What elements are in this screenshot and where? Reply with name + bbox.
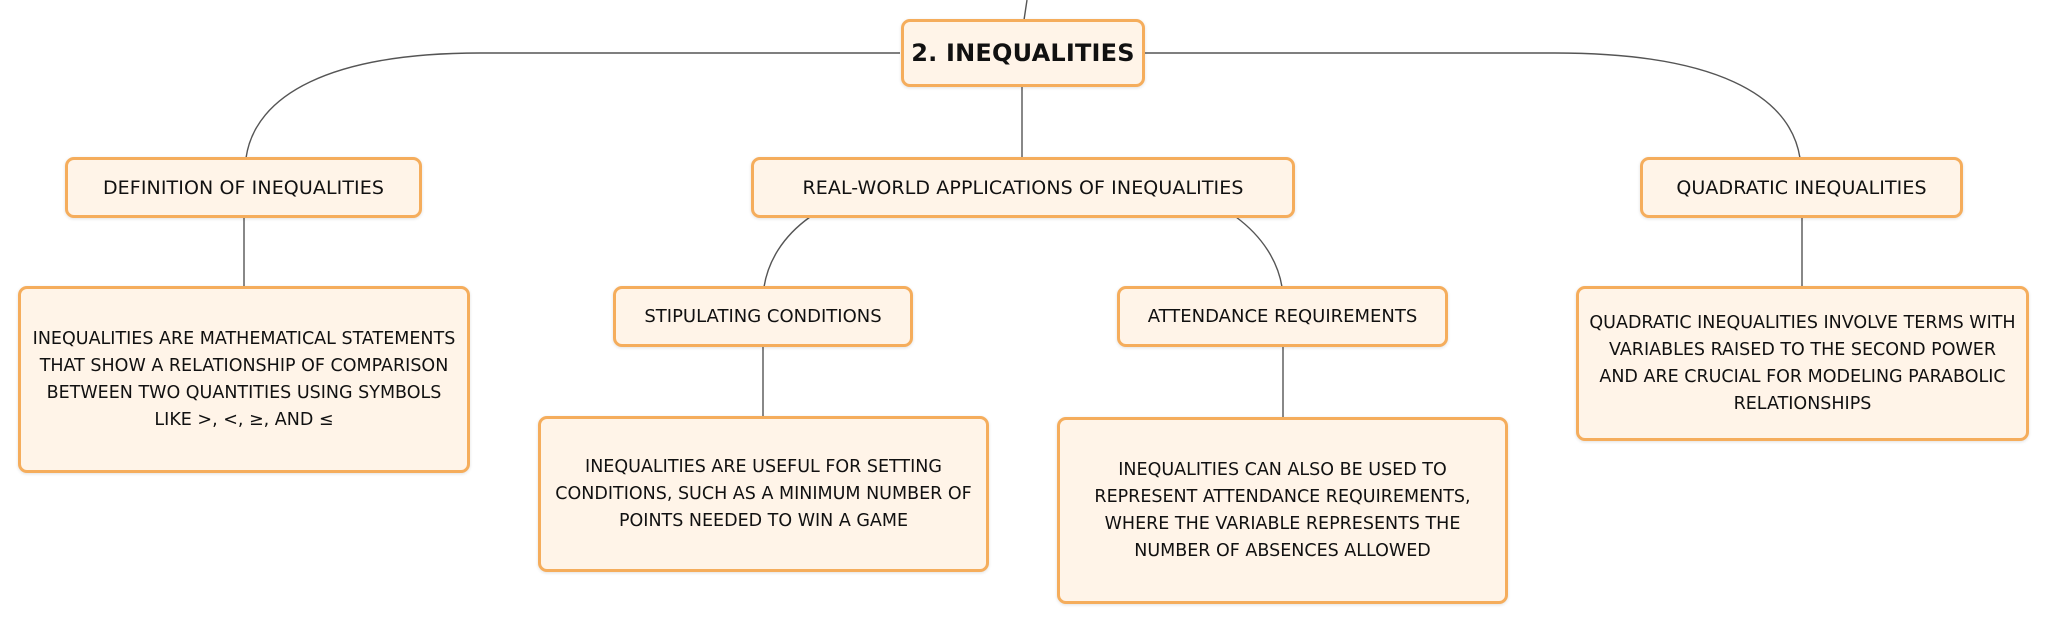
- connector-applications-to-attendance: [1235, 216, 1283, 288]
- definition-detail-node[interactable]: INEQUALITIES ARE MATHEMATICAL STATEMENTS…: [18, 286, 470, 473]
- attendance-requirements-label: ATTENDANCE REQUIREMENTS: [1147, 306, 1418, 327]
- stipulating-conditions-label: STIPULATING CONDITIONS: [644, 306, 882, 327]
- branch-applications-label: REAL-WORLD APPLICATIONS OF INEQUALITIES: [802, 176, 1244, 199]
- attendance-requirements-node[interactable]: ATTENDANCE REQUIREMENTS: [1117, 286, 1448, 347]
- stipulating-detail-text: INEQUALITIES ARE USEFUL FOR SETTING COND…: [555, 456, 972, 531]
- root-label: 2. INEQUALITIES: [911, 39, 1135, 67]
- quadratic-detail-text: QUADRATIC INEQUALITIES INVOLVE TERMS WIT…: [1589, 312, 2016, 414]
- connector-applications-to-stipulating: [763, 216, 811, 288]
- branch-quadratic-node[interactable]: QUADRATIC INEQUALITIES: [1640, 157, 1963, 218]
- stipulating-detail-node[interactable]: INEQUALITIES ARE USEFUL FOR SETTING COND…: [538, 416, 989, 572]
- branch-quadratic-label: QUADRATIC INEQUALITIES: [1676, 176, 1927, 199]
- branch-applications-node[interactable]: REAL-WORLD APPLICATIONS OF INEQUALITIES: [751, 157, 1295, 218]
- attendance-detail-node[interactable]: INEQUALITIES CAN ALSO BE USED TO REPRESE…: [1057, 417, 1508, 604]
- branch-definition-node[interactable]: DEFINITION OF INEQUALITIES: [65, 157, 422, 218]
- root-node[interactable]: 2. INEQUALITIES: [901, 19, 1145, 87]
- definition-detail-text: INEQUALITIES ARE MATHEMATICAL STATEMENTS…: [32, 328, 456, 430]
- branch-definition-label: DEFINITION OF INEQUALITIES: [102, 176, 385, 199]
- attendance-detail-text: INEQUALITIES CAN ALSO BE USED TO REPRESE…: [1094, 459, 1471, 561]
- connector-root-to-quadratic: [1145, 52, 1801, 159]
- connector-parent-to-root: [1023, 0, 1028, 21]
- stipulating-conditions-node[interactable]: STIPULATING CONDITIONS: [613, 286, 913, 347]
- connector-root-to-definition: [245, 52, 900, 159]
- quadratic-detail-node[interactable]: QUADRATIC INEQUALITIES INVOLVE TERMS WIT…: [1576, 286, 2029, 441]
